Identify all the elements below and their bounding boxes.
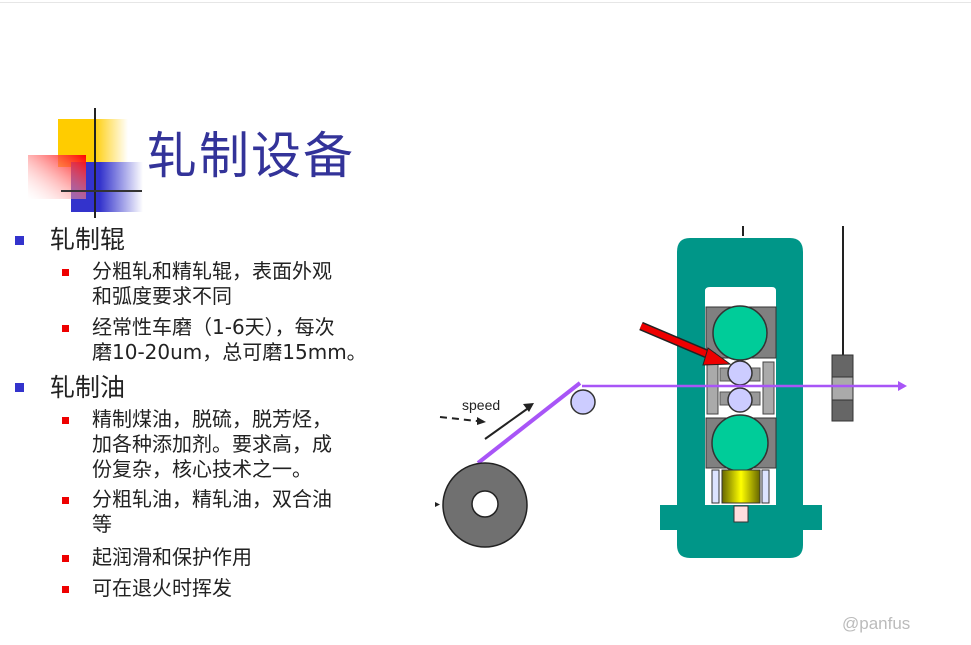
list-item: 精制煤油，脱硫，脱芳烃，加各种添加剂。要求高，成份复杂，核心技术之一。 xyxy=(92,407,332,481)
section-heading: 轧制辊 xyxy=(50,225,126,254)
strip-arrow-icon xyxy=(898,381,907,391)
backup-roll-bottom xyxy=(705,414,777,472)
bullet-icon xyxy=(62,417,69,424)
bullet-icon xyxy=(15,383,24,392)
top-divider xyxy=(0,2,971,3)
guide-roll xyxy=(570,389,596,415)
bullet-icon xyxy=(15,236,24,245)
list-item: 可在退火时挥发 xyxy=(92,576,232,600)
page-title: 轧制设备 xyxy=(147,127,355,185)
list-item: 分粗轧和精轧辊，表面外观和弧度要求不同 xyxy=(92,259,332,308)
title-decoration-logo xyxy=(28,108,143,218)
bullet-icon xyxy=(62,555,69,562)
list-item: 经常性车磨（1-6天），每次磨10-20um，总可磨15mm。 xyxy=(92,315,367,364)
hydraulic-cylinder xyxy=(711,469,770,523)
speed-arrows xyxy=(439,403,534,440)
backup-roll-top xyxy=(705,305,777,361)
list-item: 分粗轧油，精轧油，双合油等 xyxy=(92,487,332,536)
bullet-icon xyxy=(62,269,69,276)
speed-label: speed xyxy=(462,397,501,413)
coil xyxy=(435,462,528,548)
bullet-icon xyxy=(62,586,69,593)
list-item: 起润滑和保护作用 xyxy=(92,545,252,569)
bullet-icon xyxy=(62,325,69,332)
red-arrow-icon xyxy=(639,321,732,366)
tension-meter xyxy=(831,226,854,422)
section-heading: 轧制油 xyxy=(50,373,126,402)
watermark: @panfus xyxy=(842,614,911,633)
strip xyxy=(476,381,907,465)
bullet-icon xyxy=(62,497,69,504)
work-roll-assembly xyxy=(706,360,775,415)
